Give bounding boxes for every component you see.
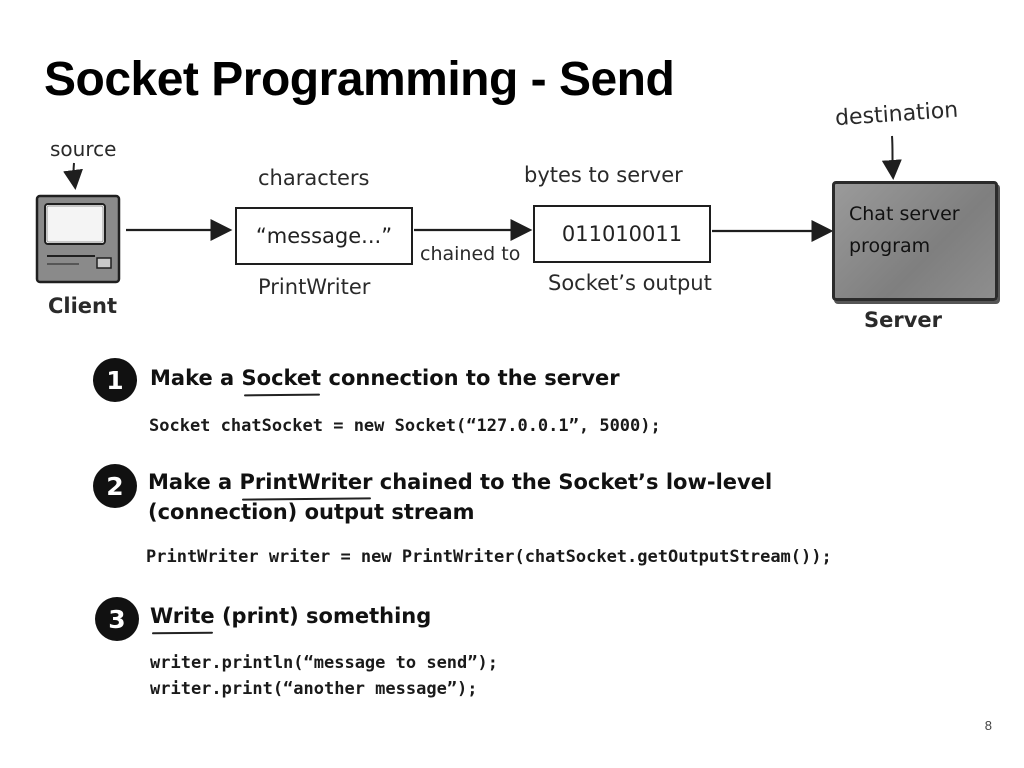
step-1-text-before: Make a [150,366,242,390]
slide-title: Socket Programming - Send [44,53,675,106]
step-3-code-line2: writer.print(“another message”); [150,679,478,699]
step-3-text: Write (print) something [150,601,431,631]
characters-label: characters [258,166,370,190]
client-computer-icon [35,194,121,284]
bytes-to-server-label: bytes to server [524,163,683,187]
step-2-text-line2: (connection) output stream [148,500,475,524]
destination-arrow [881,135,902,180]
step-2-text: Make a PrintWriter chained to the Socket… [148,467,772,527]
socket-box-text: 011010011 [561,222,683,246]
socket-output-box: 011010011 [533,205,711,263]
chained-to-label: chained to [420,243,521,265]
step-2-badge: 2 [93,464,137,508]
step-3-code-line1: writer.println(“message to send”); [150,653,498,673]
step-3-badge: 3 [95,597,139,641]
step-1-badge: 1 [93,358,137,402]
step-2-text-before: Make a [148,470,240,494]
chat-server-box: Chat server program [832,181,998,301]
step-2-underlined-term: PrintWriter [240,467,373,497]
printwriter-label: PrintWriter [258,275,371,299]
step-2-text-after: chained to the Socket’s low-level [372,470,773,494]
server-box-line2: program [849,235,931,257]
source-arrow [63,162,83,190]
step-1-text-after: connection to the server [321,366,620,390]
printwriter-box: “message...” [235,207,413,265]
step-3-text-after: (print) something [214,604,432,628]
step-2-code: PrintWriter writer = new PrintWriter(cha… [146,547,832,567]
socket-output-label: Socket’s output [548,271,712,295]
step-3-underlined-term: Write [150,601,215,631]
step-1-code: Socket chatSocket = new Socket(“127.0.0.… [149,416,661,436]
server-box-line1: Chat server [849,203,960,225]
step-1-text: Make a Socket connection to the server [150,363,620,393]
client-label: Client [48,294,118,318]
server-label: Server [864,308,943,332]
printwriter-box-text: “message...” [255,224,393,248]
step-1-underlined-term: Socket [242,363,322,393]
source-label: source [50,137,117,161]
page-number: 8 [984,718,992,733]
